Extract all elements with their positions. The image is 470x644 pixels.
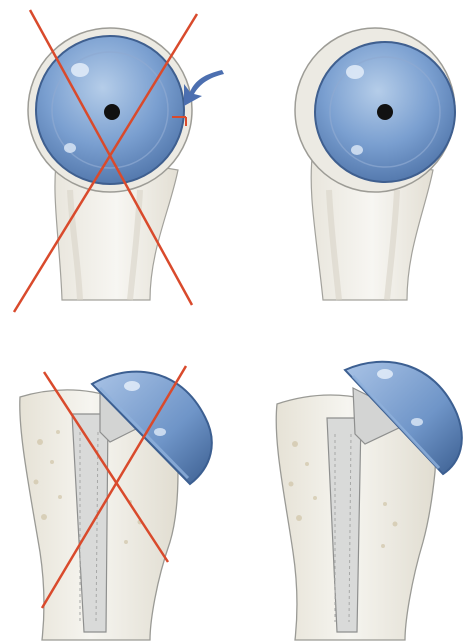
highlight-spot-small bbox=[154, 428, 166, 436]
panel-bottom-left bbox=[0, 322, 235, 644]
panel-top-right bbox=[235, 0, 470, 322]
highlight-spot-small bbox=[351, 145, 363, 155]
panel-bottom-right bbox=[235, 322, 470, 644]
central-hole bbox=[104, 104, 120, 120]
highlight-spot bbox=[377, 369, 393, 379]
highlight-spot-small bbox=[411, 418, 423, 426]
panel-top-left bbox=[0, 0, 235, 322]
highlight-spot bbox=[124, 381, 140, 391]
highlight-spot bbox=[346, 65, 364, 79]
arrow-icon bbox=[184, 70, 224, 106]
central-hole bbox=[377, 104, 393, 120]
highlight-spot-small bbox=[64, 143, 76, 153]
highlight-spot bbox=[71, 63, 89, 77]
